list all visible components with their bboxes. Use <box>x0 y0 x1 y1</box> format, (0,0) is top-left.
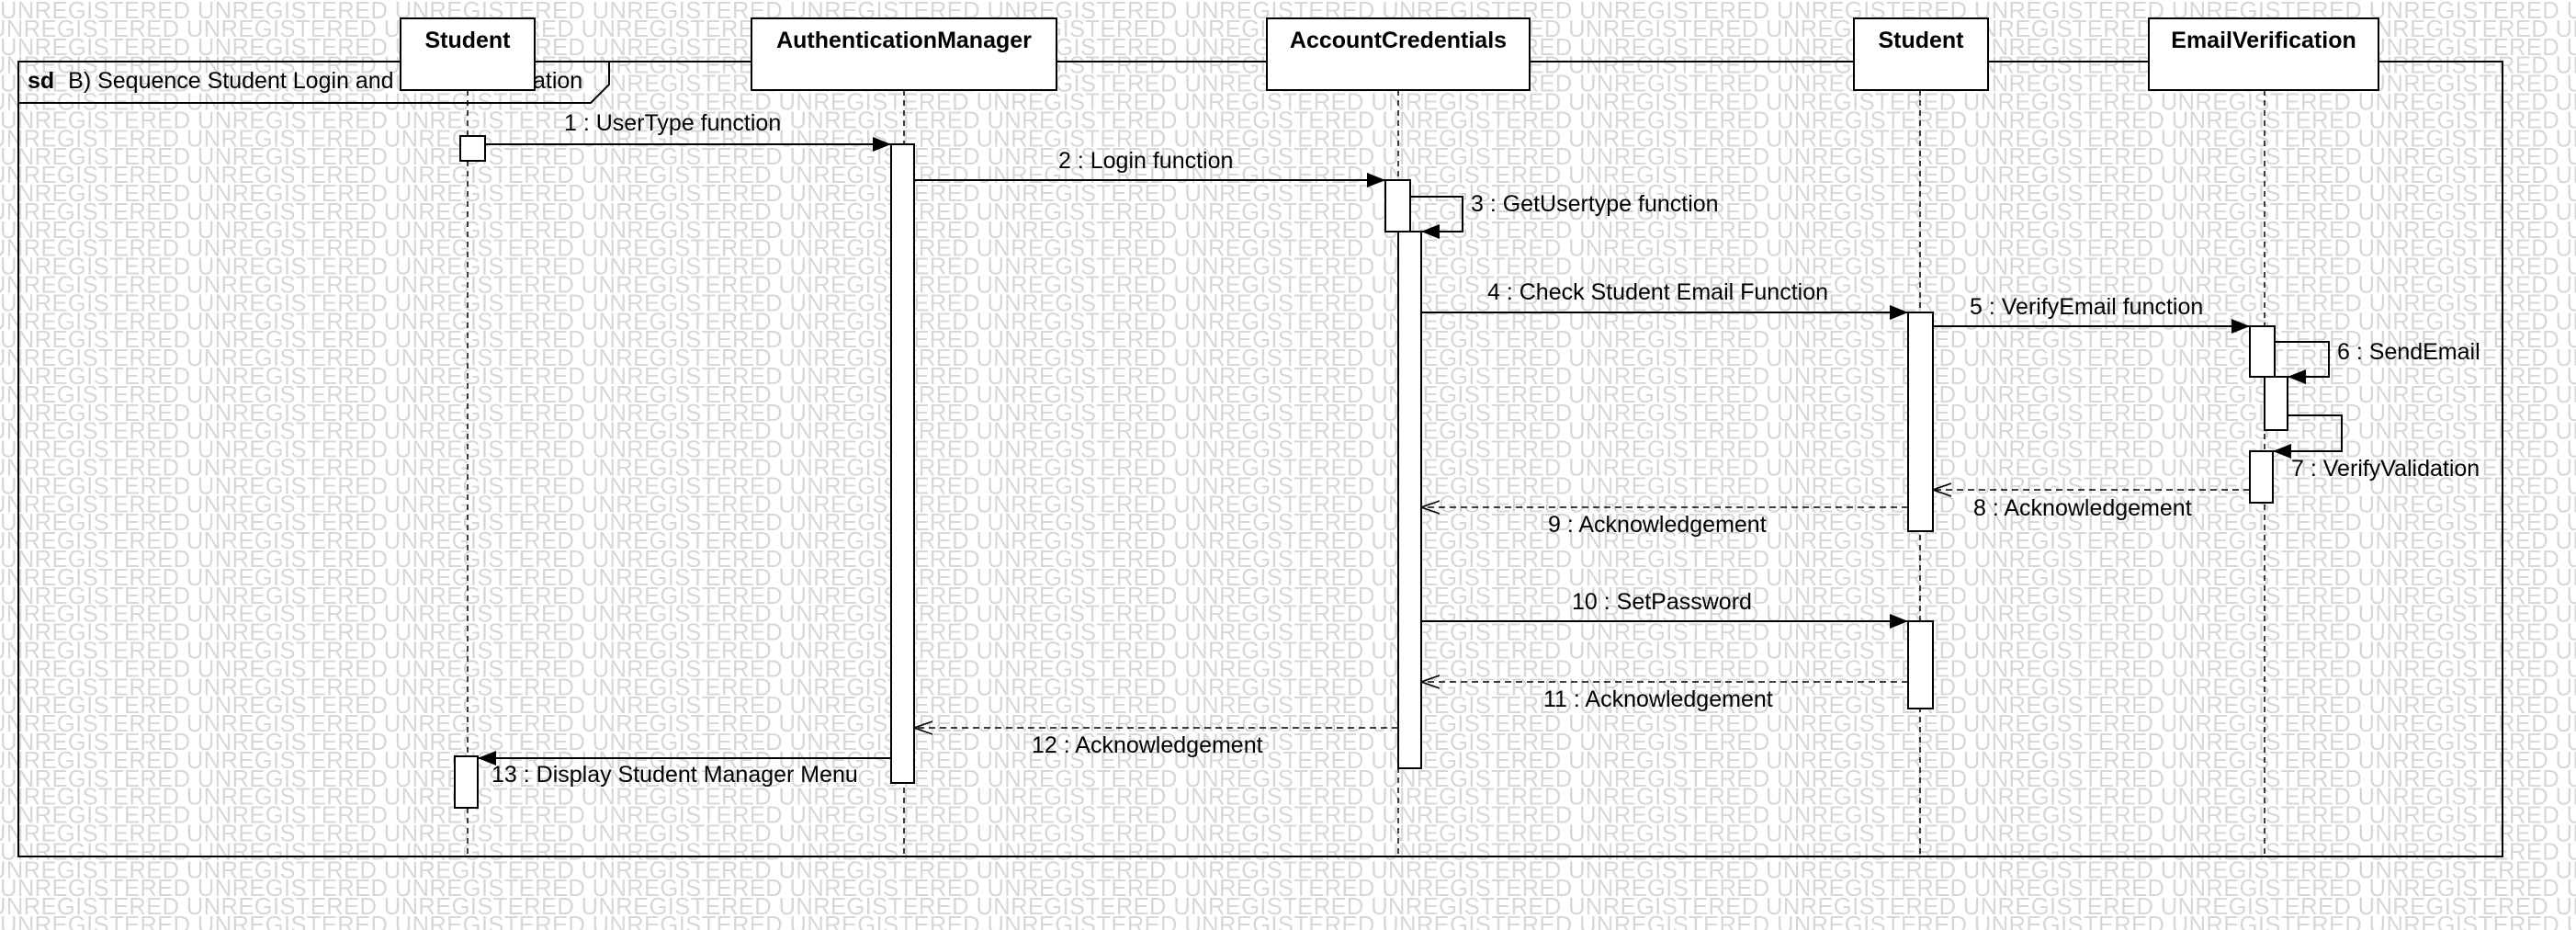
message-label-6: 6 : SendEmail <box>2337 339 2480 365</box>
lifeline-name: Student <box>1878 28 1964 53</box>
watermark-row: UNREGISTERED UNREGISTERED UNREGISTERED U… <box>0 876 2576 902</box>
watermark-row: UNREGISTERED UNREGISTERED UNREGISTERED U… <box>0 309 2576 335</box>
watermark-row: UNREGISTERED UNREGISTERED UNREGISTERED U… <box>0 711 2576 737</box>
watermark-row: UNREGISTERED UNREGISTERED UNREGISTERED U… <box>0 163 2576 188</box>
sequence-frame: sd B) Sequence Student Login and ation <box>17 61 2503 857</box>
activation-student2-2 <box>1907 620 1934 709</box>
message-label-9: 9 : Acknowledgement <box>1548 512 1767 538</box>
watermark-row: UNREGISTERED UNREGISTERED UNREGISTERED U… <box>0 748 2576 774</box>
watermark-row: UNREGISTERED UNREGISTERED UNREGISTERED U… <box>0 181 2576 207</box>
watermark-row: UNREGISTERED UNREGISTERED UNREGISTERED U… <box>0 528 2576 554</box>
activation-bars <box>454 135 2288 809</box>
activation-student2-1 <box>1907 312 1934 532</box>
watermark-row: UNREGISTERED UNREGISTERED UNREGISTERED U… <box>0 401 2576 426</box>
watermark-row: UNREGISTERED UNREGISTERED UNREGISTERED U… <box>0 473 2576 499</box>
watermark-row: UNREGISTERED UNREGISTERED UNREGISTERED U… <box>0 785 2576 811</box>
watermark-row: UNREGISTERED UNREGISTERED UNREGISTERED U… <box>0 382 2576 408</box>
watermark-row: UNREGISTERED UNREGISTERED UNREGISTERED U… <box>0 584 2576 609</box>
watermark-row: UNREGISTERED UNREGISTERED UNREGISTERED U… <box>0 565 2576 591</box>
watermark-row: UNREGISTERED UNREGISTERED UNREGISTERED U… <box>0 456 2576 482</box>
watermark-row: UNREGISTERED UNREGISTERED UNREGISTERED U… <box>0 857 2576 883</box>
message-label-3: 3 : GetUsertype function <box>1471 191 1719 217</box>
watermark-row: UNREGISTERED UNREGISTERED UNREGISTERED U… <box>0 602 2576 628</box>
watermark-row: UNREGISTERED UNREGISTERED UNREGISTERED U… <box>0 620 2576 646</box>
message-label-5: 5 : VerifyEmail function <box>1970 294 2203 320</box>
activation-cred-1 <box>1384 179 1411 232</box>
frame-title-tail: ation <box>533 68 582 94</box>
message-arrow-3 <box>1410 196 1463 239</box>
watermark-row: UNREGISTERED UNREGISTERED UNREGISTERED U… <box>0 218 2576 244</box>
watermark-row: UNREGISTERED UNREGISTERED UNREGISTERED U… <box>0 656 2576 682</box>
watermark-row: UNREGISTERED UNREGISTERED UNREGISTERED U… <box>0 236 2576 262</box>
watermark-row: UNREGISTERED UNREGISTERED UNREGISTERED U… <box>0 255 2576 280</box>
lifeline-name: AuthenticationManager <box>776 28 1032 53</box>
lifeline-name: Student <box>424 28 511 53</box>
watermark-row: UNREGISTERED UNREGISTERED UNREGISTERED U… <box>0 290 2576 316</box>
frame-title: B) Sequence Student Login and <box>68 68 393 94</box>
watermark-row: UNREGISTERED UNREGISTERED UNREGISTERED U… <box>0 803 2576 829</box>
activation-student1-start <box>459 135 486 162</box>
activation-email-2 <box>2264 376 2288 431</box>
message-label-2: 2 : Login function <box>1058 148 1233 174</box>
watermark-row: UNREGISTERED UNREGISTERED UNREGISTERED U… <box>0 839 2576 865</box>
message-arrow-7 <box>2273 414 2343 459</box>
watermark-row: UNREGISTERED UNREGISTERED UNREGISTERED U… <box>0 108 2576 133</box>
watermark-row: UNREGISTERED UNREGISTERED UNREGISTERED U… <box>0 327 2576 353</box>
activation-student1-end <box>454 755 479 809</box>
activation-auth <box>890 143 915 784</box>
watermark-row: UNREGISTERED UNREGISTERED UNREGISTERED U… <box>0 547 2576 573</box>
watermark-row: UNREGISTERED UNREGISTERED UNREGISTERED U… <box>0 675 2576 700</box>
watermark-row: UNREGISTERED UNREGISTERED UNREGISTERED U… <box>0 144 2576 170</box>
watermark-row: UNREGISTERED UNREGISTERED UNREGISTERED U… <box>0 766 2576 792</box>
lifeline-name: AccountCredentials <box>1290 28 1507 53</box>
watermark-row: UNREGISTERED UNREGISTERED UNREGISTERED U… <box>0 693 2576 719</box>
watermark-row: UNREGISTERED UNREGISTERED UNREGISTERED U… <box>0 364 2576 390</box>
message-label-13: 13 : Display Student Manager Menu <box>491 762 858 788</box>
message-label-12: 12 : Acknowledgement <box>1032 732 1263 758</box>
watermark-row: UNREGISTERED UNREGISTERED UNREGISTERED U… <box>0 492 2576 517</box>
lifelines: Student AuthenticationManager AccountCre… <box>400 17 2379 856</box>
watermark-row: UNREGISTERED UNREGISTERED UNREGISTERED U… <box>0 346 2576 371</box>
activation-email-1 <box>2249 325 2276 378</box>
frame-label: sd B) Sequence Student Login and <box>28 68 394 94</box>
message-arrow-6 <box>2275 341 2330 384</box>
lifeline-head-student2[interactable]: Student <box>1853 17 1989 91</box>
lifeline-head-auth[interactable]: AuthenticationManager <box>751 17 1057 91</box>
activation-cred-2 <box>1397 231 1422 769</box>
watermark-row: UNREGISTERED UNREGISTERED UNREGISTERED U… <box>0 419 2576 445</box>
watermark-row: UNREGISTERED UNREGISTERED UNREGISTERED U… <box>0 437 2576 463</box>
watermark-row: UNREGISTERED UNREGISTERED UNREGISTERED U… <box>0 822 2576 847</box>
watermark-row: UNREGISTERED UNREGISTERED UNREGISTERED U… <box>0 273 2576 299</box>
watermark-row: UNREGISTERED UNREGISTERED UNREGISTERED U… <box>0 894 2576 920</box>
watermark-row: UNREGISTERED UNREGISTERED UNREGISTERED U… <box>0 913 2576 930</box>
messages: 1 : UserType function 2 : Login function… <box>478 110 2480 788</box>
message-label-11: 11 : Acknowledgement <box>1543 686 1773 712</box>
message-label-10: 10 : SetPassword <box>1572 589 1752 615</box>
lifeline-head-email[interactable]: EmailVerification <box>2148 17 2379 91</box>
watermark-row: UNREGISTERED UNREGISTERED UNREGISTERED U… <box>0 199 2576 225</box>
message-label-8: 8 : Acknowledgement <box>1973 495 2192 521</box>
watermark-row: UNREGISTERED UNREGISTERED UNREGISTERED U… <box>0 126 2576 152</box>
watermark-row: UNREGISTERED UNREGISTERED UNREGISTERED U… <box>0 730 2576 755</box>
message-label-4: 4 : Check Student Email Function <box>1487 279 1828 305</box>
activation-email-3 <box>2249 450 2274 504</box>
watermark-row: UNREGISTERED UNREGISTERED UNREGISTERED U… <box>0 510 2576 536</box>
watermark-row: UNREGISTERED UNREGISTERED UNREGISTERED U… <box>0 639 2576 664</box>
lifeline-head-cred[interactable]: AccountCredentials <box>1266 17 1531 91</box>
lifeline-head-student1[interactable]: Student <box>400 17 536 91</box>
lifeline-name: EmailVerification <box>2171 28 2356 53</box>
message-label-7: 7 : VerifyValidation <box>2291 456 2480 482</box>
message-label-1: 1 : UserType function <box>564 110 781 136</box>
frame-keyword: sd <box>28 68 54 94</box>
